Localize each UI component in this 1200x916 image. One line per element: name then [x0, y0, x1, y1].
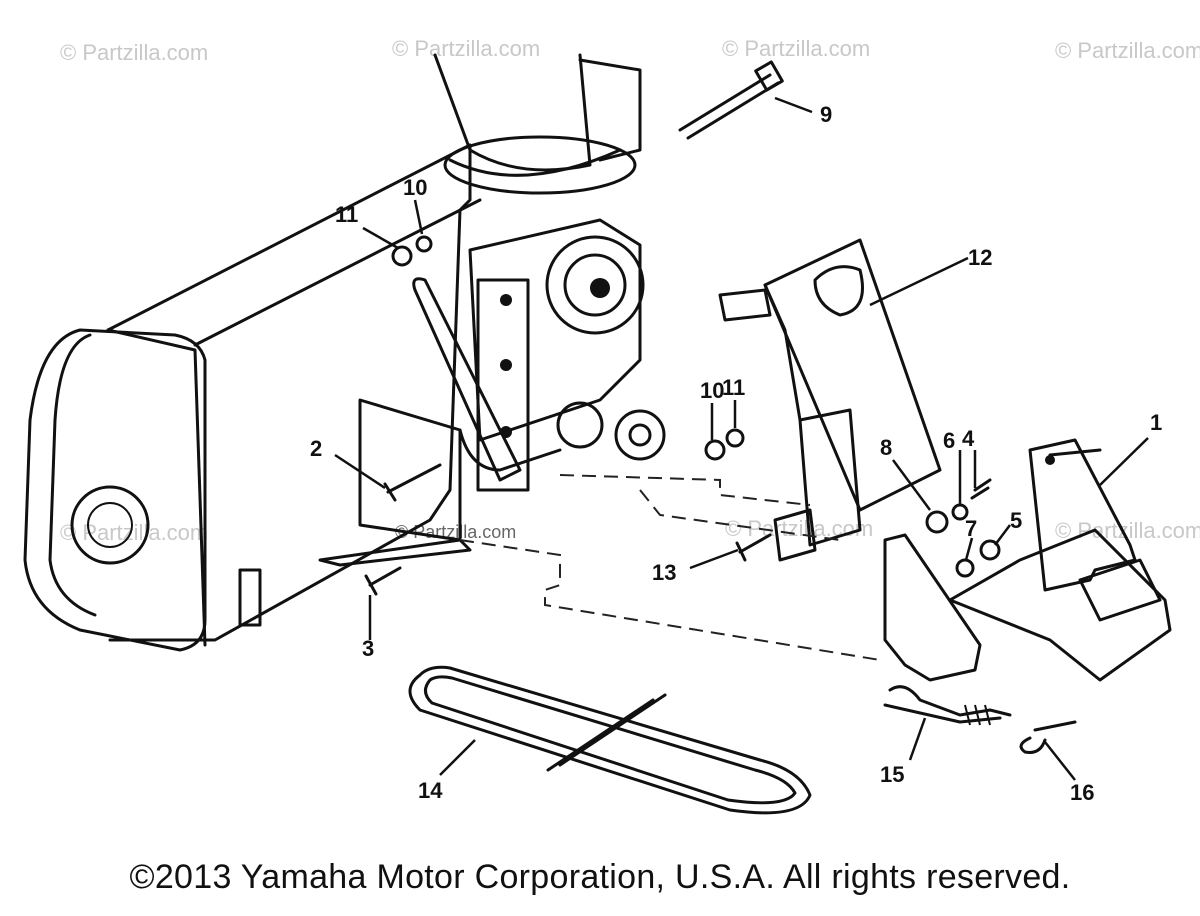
callout-13: 13: [652, 560, 676, 585]
bolts-lower: [364, 463, 772, 596]
watermark-layer: © Partzilla.com © Partzilla.com © Partzi…: [60, 36, 1200, 545]
watermark: © Partzilla.com: [392, 36, 540, 61]
callout-16: 16: [1070, 780, 1094, 805]
watermark: © Partzilla.com: [725, 516, 873, 541]
callout-1: 1: [1150, 410, 1162, 435]
copyright-notice: ©2013 Yamaha Motor Corporation, U.S.A. A…: [129, 858, 1071, 896]
belt-cover-12: [718, 238, 942, 562]
callout-12: 12: [968, 245, 992, 270]
watermark: © Partzilla.com: [1055, 38, 1200, 63]
discharge-chute: [433, 53, 642, 195]
callout-10: 10: [403, 175, 427, 200]
spring-15: [883, 685, 1012, 726]
callout-11: 11: [335, 202, 358, 227]
callout-5: 5: [1010, 508, 1022, 533]
callout-8: 8: [880, 435, 892, 460]
hitch-bracket-1: [883, 438, 1172, 682]
callout-6: 6: [943, 428, 955, 453]
callout-9: 9: [820, 102, 832, 127]
callout-14: 14: [418, 778, 443, 803]
callout-2: 2: [310, 436, 322, 461]
gearbox-assembly: [318, 218, 666, 567]
callout-11: 11: [722, 375, 745, 400]
blower-housing: [23, 143, 482, 652]
callout-15: 15: [880, 762, 904, 787]
callout-labels: 1 2 3 4 5 6 7 8 9 10 10 11 11 12 13 14 1…: [310, 102, 1162, 805]
watermark: © Partzilla.com: [722, 36, 870, 61]
callout-3: 3: [362, 636, 374, 661]
watermark: © Partzilla.com: [60, 520, 208, 545]
callout-4: 4: [962, 426, 975, 451]
hardware-upper: [391, 235, 433, 267]
watermark: © Partzilla.com: [60, 40, 208, 65]
clip-16: [1019, 720, 1077, 754]
mounting-outline: [459, 474, 881, 661]
callout-leaders: [334, 96, 1149, 781]
callout-7: 7: [965, 516, 977, 541]
callout-10: 10: [700, 378, 724, 403]
watermark: © Partzilla.com: [395, 522, 516, 542]
bolt-9: [678, 60, 784, 140]
drive-belt-14: [408, 665, 812, 815]
